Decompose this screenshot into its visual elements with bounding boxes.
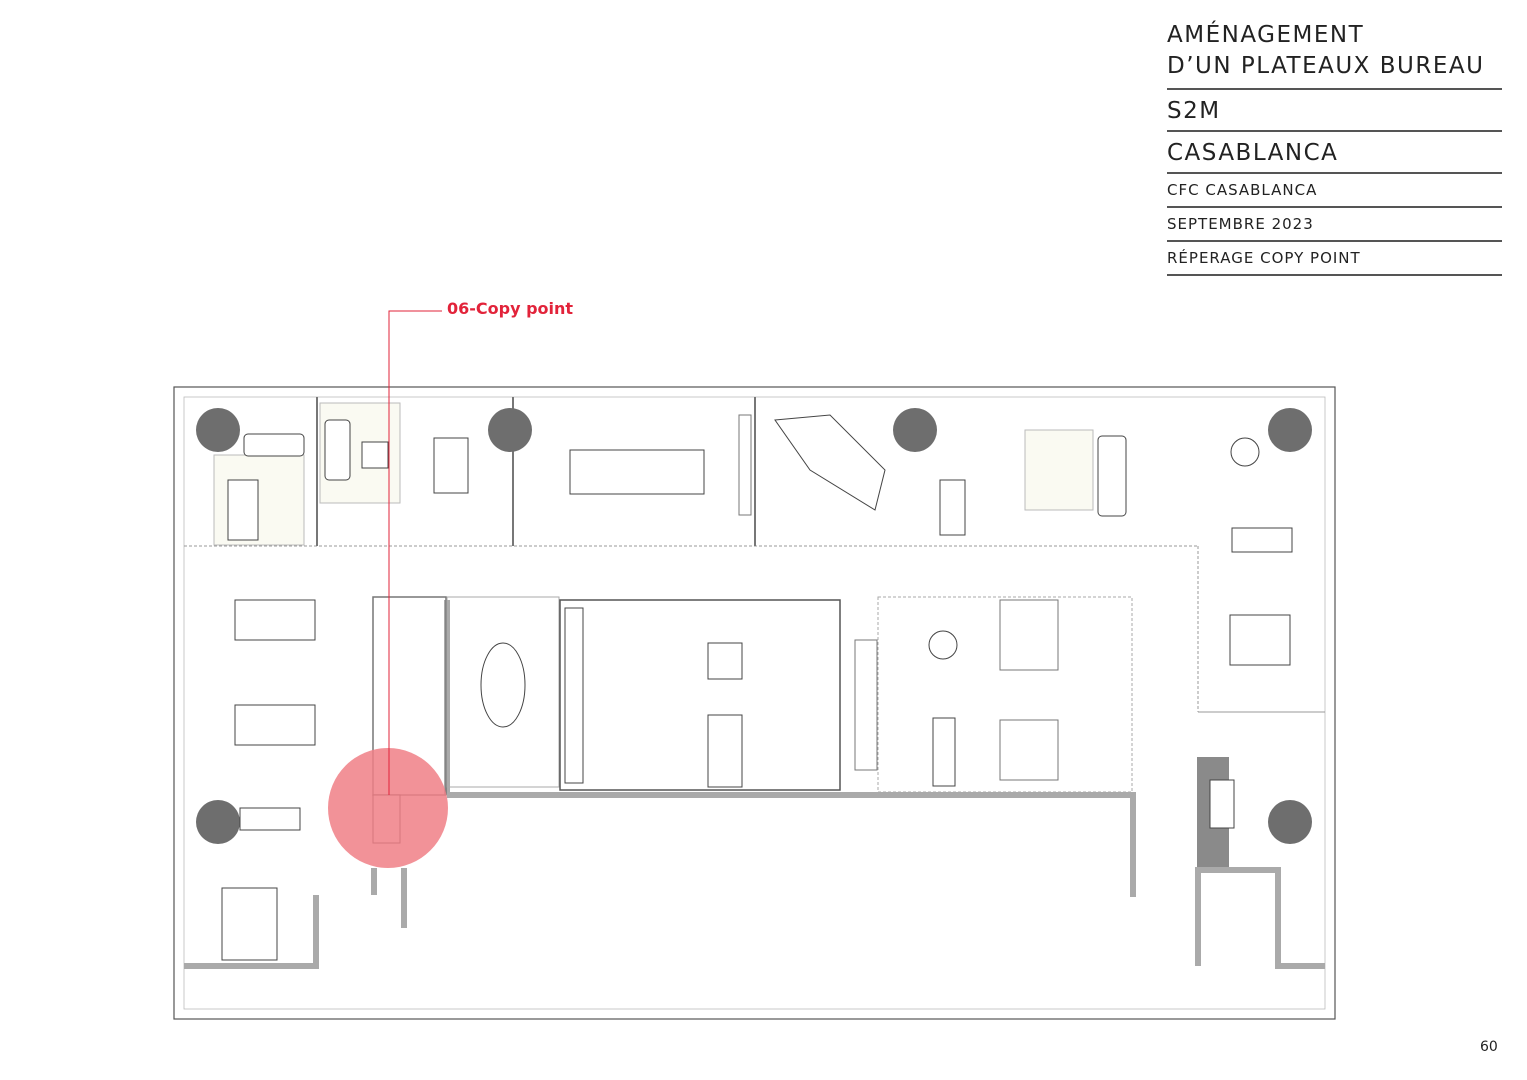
bench <box>564 607 584 784</box>
table <box>361 441 389 469</box>
planter-icon <box>488 408 532 452</box>
table <box>707 714 743 788</box>
date-label: SEPTEMBRE 2023 <box>1167 208 1502 242</box>
lounge <box>877 596 1133 793</box>
copy-point-callout-label: 06-Copy point <box>447 299 574 318</box>
client-name: S2M <box>1167 90 1502 132</box>
sofa <box>243 433 305 457</box>
city-name: CASABLANCA <box>1167 132 1502 174</box>
callout-leader-line <box>388 310 442 795</box>
desk <box>239 807 301 831</box>
meeting-room <box>446 596 560 788</box>
desk <box>1229 614 1291 666</box>
desk <box>227 479 259 541</box>
round-table <box>928 630 958 660</box>
conference-table <box>569 449 705 495</box>
round-table <box>1230 437 1260 467</box>
workstation-block <box>234 704 316 746</box>
workstation-block <box>221 887 278 961</box>
planter-icon <box>196 408 240 452</box>
site-name: CFC CASABLANCA <box>1167 174 1502 208</box>
desk <box>932 717 956 787</box>
south-west-wall <box>184 868 407 969</box>
planter-icon <box>1268 408 1312 452</box>
booth <box>999 719 1059 781</box>
building-outline <box>173 386 1336 1020</box>
planter-icon <box>893 408 937 452</box>
rug <box>1024 429 1094 511</box>
cabinet <box>738 414 752 516</box>
desk <box>939 479 966 536</box>
desk <box>1231 527 1293 553</box>
sofa <box>324 419 351 481</box>
workstation-block <box>234 599 316 641</box>
table <box>707 642 743 680</box>
oval-table <box>480 642 526 728</box>
copy-point-highlight <box>328 748 448 868</box>
south-east-wall <box>1195 867 1325 969</box>
meeting-table <box>774 414 886 511</box>
desk <box>433 437 469 494</box>
project-title-line-1: AMÉNAGEMENT <box>1167 22 1365 48</box>
sofa <box>1097 435 1127 517</box>
planter-icon <box>196 800 240 844</box>
planter-icon <box>1268 800 1312 844</box>
page-number: 60 <box>1480 1039 1498 1055</box>
project-title-line-2: D’UN PLATEAUX BUREAU <box>1167 53 1485 79</box>
desk <box>1209 779 1235 829</box>
project-title: AMÉNAGEMENT D’UN PLATEAUX BUREAU <box>1167 20 1502 90</box>
counter <box>854 639 878 771</box>
cafeteria <box>559 599 841 791</box>
title-block: AMÉNAGEMENT D’UN PLATEAUX BUREAU S2M CAS… <box>1167 20 1502 276</box>
booth <box>999 599 1059 671</box>
sheet-title: RÉPERAGE COPY POINT <box>1167 242 1502 276</box>
